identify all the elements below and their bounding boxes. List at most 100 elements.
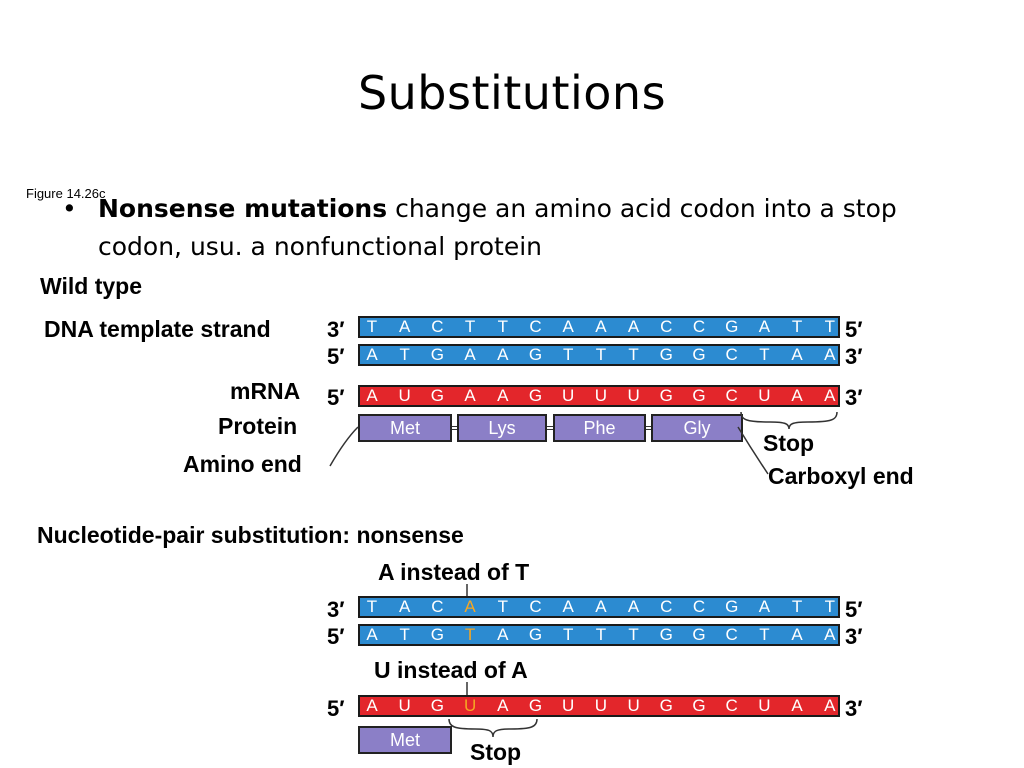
base: C	[529, 317, 542, 336]
base: U	[398, 386, 411, 405]
carboxyl-end-leader-line	[737, 426, 769, 475]
bullet-text: Nonsense mutations change an amino acid …	[98, 190, 978, 266]
base: A	[627, 317, 640, 336]
base: A	[366, 696, 378, 715]
base: A	[791, 696, 803, 715]
bullet-rest-line1: change an amino acid codon into a stop	[387, 194, 897, 223]
wt-mrna-right-end: 3′	[845, 385, 863, 410]
amino-acid-lys: Lys	[457, 414, 547, 442]
base: T	[791, 597, 803, 616]
base: A	[791, 625, 803, 644]
base: T	[464, 317, 476, 336]
base: G	[692, 696, 706, 715]
base: T	[824, 597, 835, 616]
base: G	[725, 597, 739, 616]
base: T	[562, 345, 574, 364]
base: A	[497, 625, 509, 644]
base: T	[824, 317, 835, 336]
mrna-label: mRNA	[230, 378, 301, 404]
mut-mrna-right-end: 3′	[845, 696, 863, 721]
base: A	[824, 386, 836, 405]
protein-label: Protein	[218, 413, 298, 439]
rna-change-note: U instead of A	[374, 657, 528, 683]
figure-label: Figure 14.26c	[26, 186, 106, 201]
base: A	[464, 345, 476, 364]
base: T	[366, 317, 378, 336]
base: C	[431, 597, 444, 616]
base: A	[464, 386, 476, 405]
wild-type-heading: Wild type	[40, 273, 143, 299]
base: U	[594, 386, 608, 405]
base: T	[399, 625, 410, 644]
base: T	[759, 625, 770, 644]
base: U	[627, 696, 640, 715]
base: U	[398, 696, 411, 715]
base: A	[627, 597, 640, 616]
base: A	[497, 696, 509, 715]
mut-coding-right-end: 3′	[845, 624, 863, 649]
peptide-bond	[546, 426, 554, 430]
base: T	[399, 345, 410, 364]
mut-stop-codon-brace-icon	[448, 718, 538, 738]
base: C	[692, 597, 706, 616]
mut-template-right-end: 5′	[845, 597, 863, 622]
mut-coding-left-end: 5′	[327, 624, 345, 649]
mutated-base: T	[464, 625, 476, 644]
base: C	[725, 625, 738, 644]
base: A	[399, 597, 411, 616]
peptide-bond	[451, 426, 459, 430]
base: G	[659, 696, 673, 715]
base: G	[659, 625, 673, 644]
base: C	[725, 386, 738, 405]
base: A	[595, 597, 607, 616]
base: G	[725, 317, 739, 336]
base: T	[595, 625, 607, 644]
base: C	[725, 696, 738, 715]
wt-template-left-end: 3′	[327, 317, 345, 342]
base: T	[366, 597, 378, 616]
base: G	[692, 386, 706, 405]
base: A	[366, 625, 378, 644]
base: G	[659, 345, 673, 364]
base: C	[660, 317, 673, 336]
base: C	[431, 317, 444, 336]
base: A	[791, 386, 803, 405]
base: T	[628, 345, 639, 364]
base: G	[430, 696, 444, 715]
base: G	[659, 386, 673, 405]
base: C	[725, 345, 738, 364]
base: A	[497, 345, 509, 364]
mutant-heading: Nucleotide-pair substitution: nonsense	[37, 522, 464, 548]
base: G	[692, 625, 706, 644]
base: T	[595, 345, 607, 364]
mutated-base: U	[463, 696, 477, 715]
wt-template-right-end: 5′	[845, 317, 863, 342]
bullet-dot-icon: •	[62, 194, 77, 223]
mutant-stop-label: Stop	[470, 739, 522, 765]
base: U	[627, 386, 640, 405]
base: G	[430, 386, 444, 405]
base: C	[529, 597, 542, 616]
bullet-term: Nonsense mutations	[98, 194, 388, 223]
base: A	[824, 625, 836, 644]
base: A	[366, 345, 378, 364]
wt-mrna-left-end: 5′	[327, 385, 345, 410]
wt-stop-codon-brace-icon	[740, 411, 838, 430]
base: A	[562, 317, 574, 336]
amino-acid-met-truncated: Met	[358, 726, 452, 754]
base: U	[758, 696, 771, 715]
amino-acid-phe: Phe	[553, 414, 646, 442]
carboxyl-end-label: Carboxyl end	[768, 463, 914, 489]
wild-type-stop-label: Stop	[763, 430, 815, 456]
base: T	[497, 597, 508, 616]
base: U	[562, 696, 575, 715]
base: T	[562, 625, 574, 644]
base: G	[430, 625, 444, 644]
